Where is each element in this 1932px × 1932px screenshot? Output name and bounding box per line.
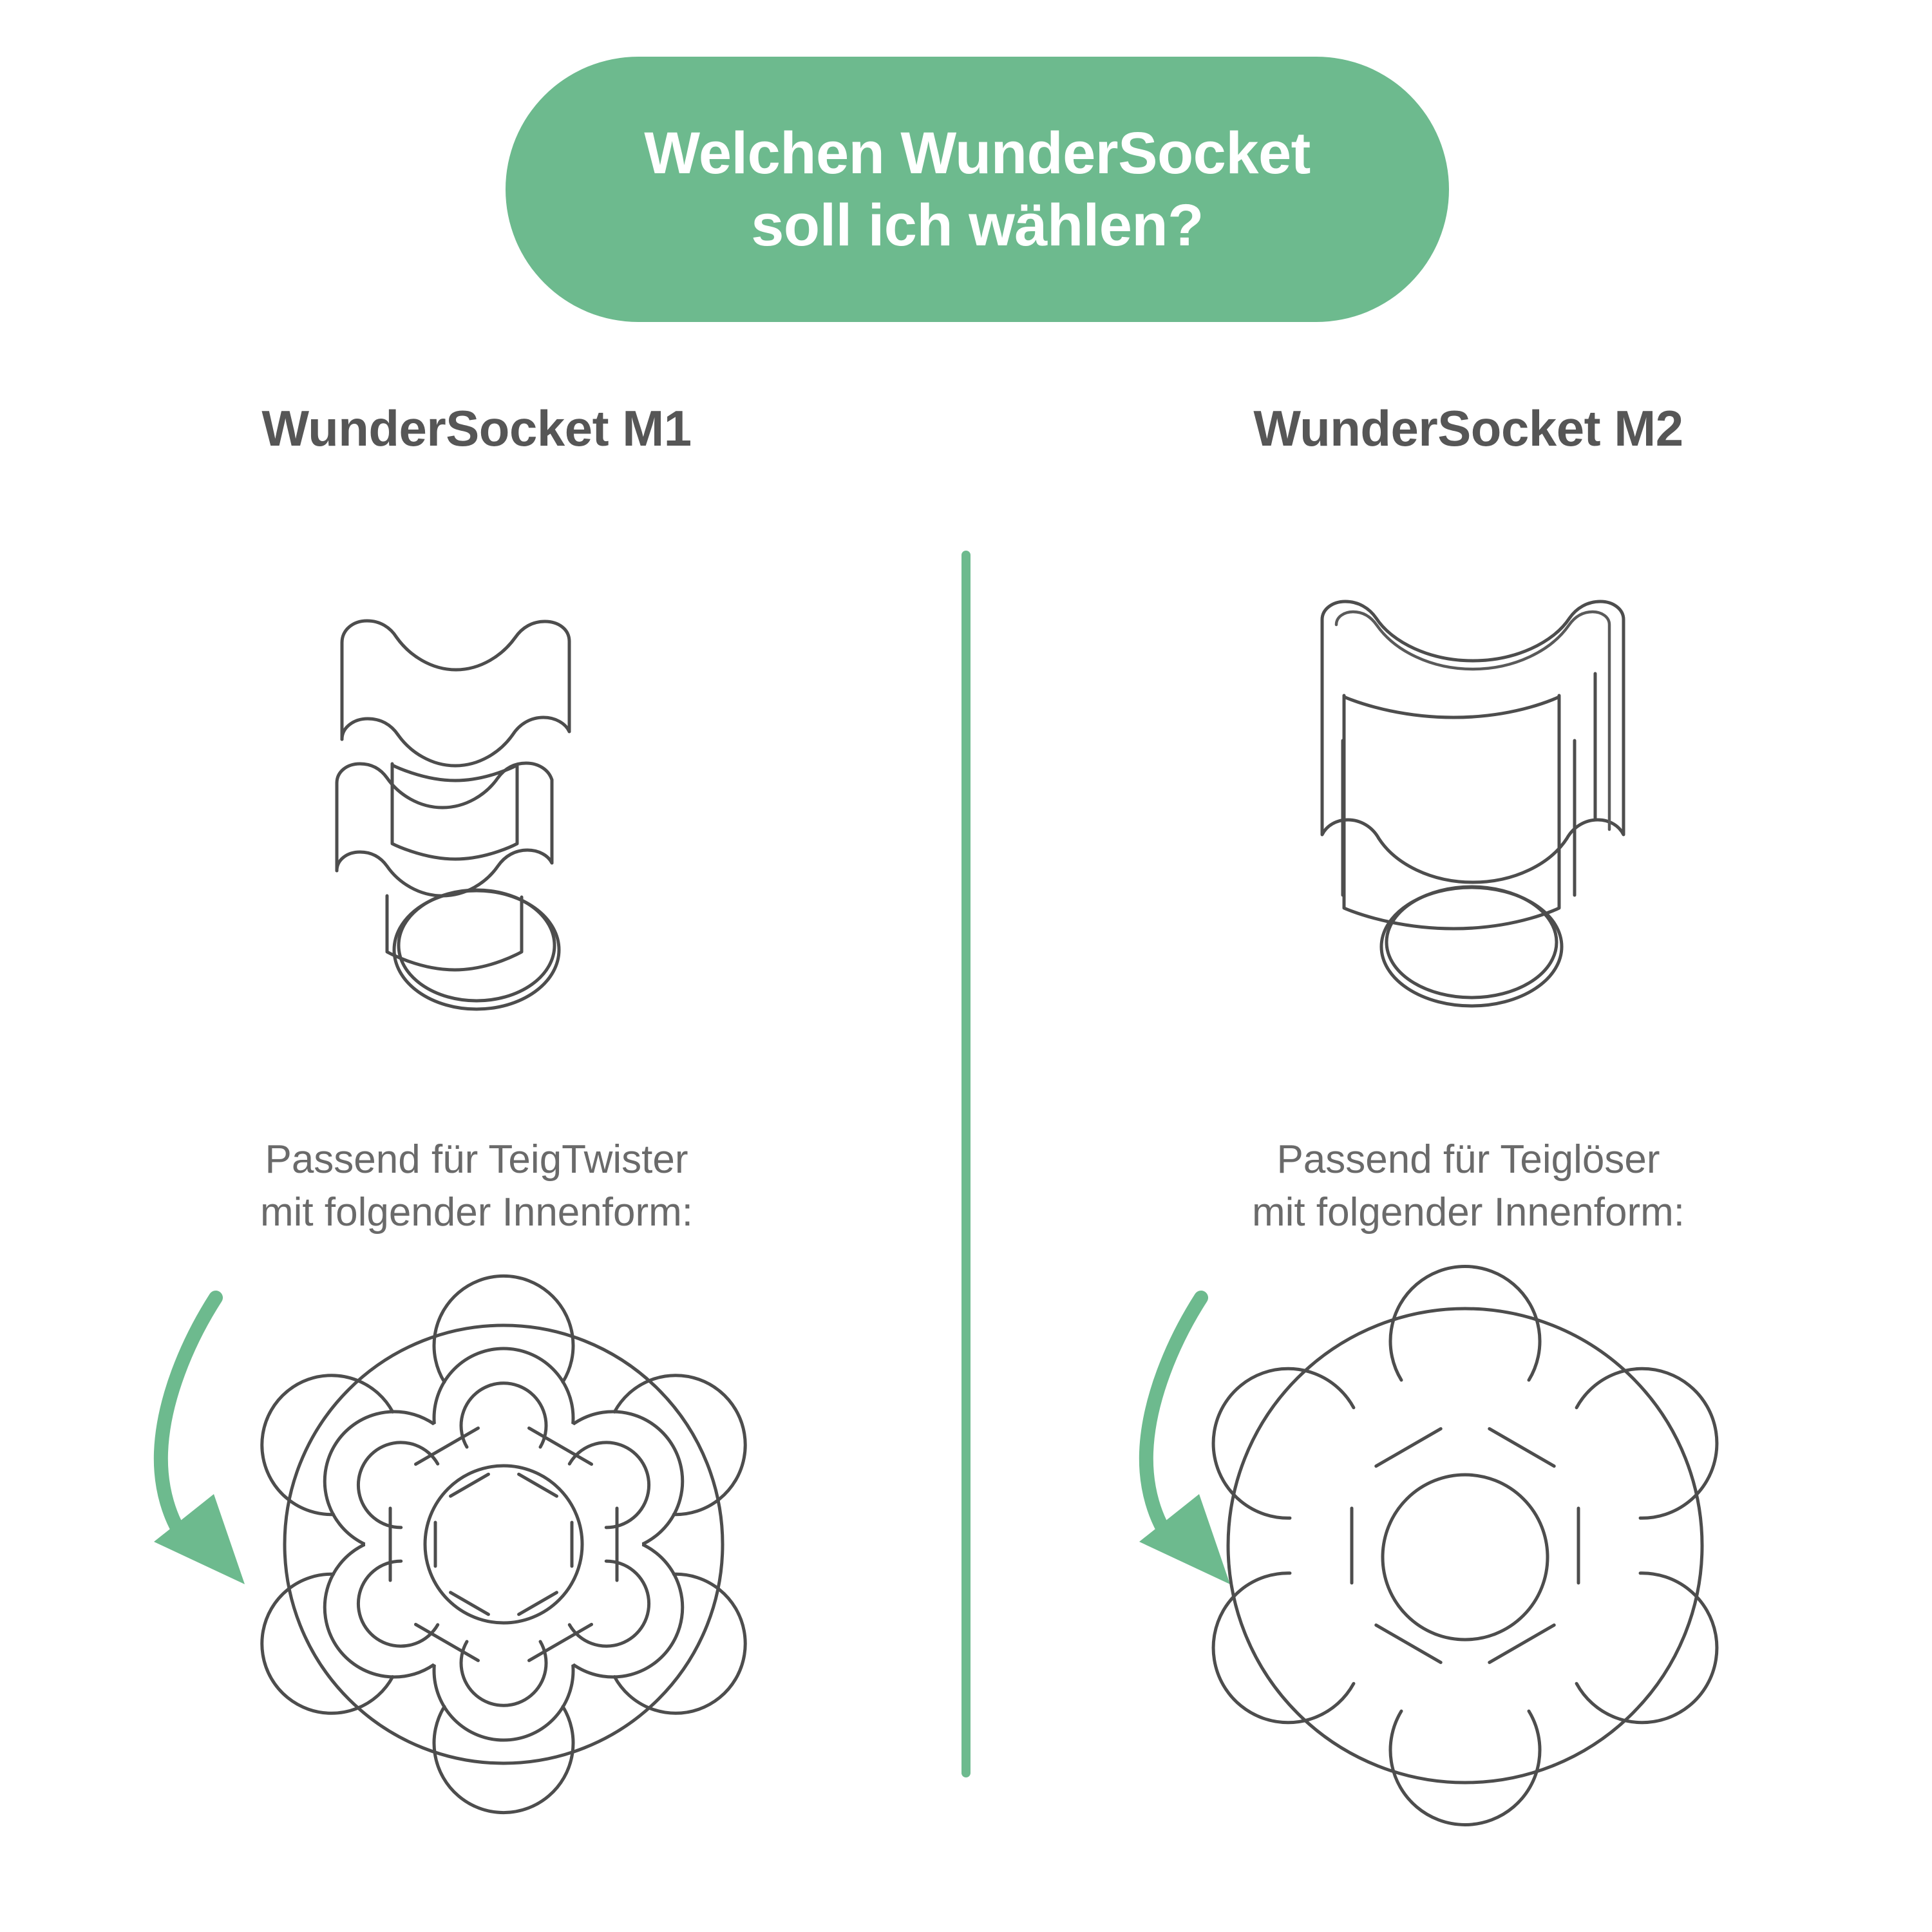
curved-down-arrow-icon	[1139, 1291, 1230, 1584]
two-tier-star-socket-icon	[335, 619, 571, 1011]
six-lobe-single-flower-cross-section-icon	[1211, 1265, 1719, 1826]
single-tier-star-socket-icon	[1320, 600, 1625, 1008]
arrow-to-section-m2	[1111, 1282, 1330, 1616]
product-title-m2: WunderSocket M2	[1253, 400, 1683, 457]
caption-m2: Passend für Teiglöser mit folgender Inne…	[1251, 1137, 1685, 1235]
cross-section-m2	[1211, 1265, 1719, 1826]
arrow-to-section-m1	[126, 1282, 345, 1616]
column-divider	[961, 551, 971, 1777]
header-question-pill: Welchen WunderSocket soll ich wählen?	[506, 57, 1449, 322]
product-illustration-m2	[1249, 535, 1700, 1024]
product-illustration-m1	[251, 535, 702, 1024]
product-title-m1: WunderSocket M1	[261, 400, 692, 457]
six-lobe-double-flower-cross-section-icon	[260, 1274, 747, 1814]
caption-m1: Passend für TeigTwister mit folgender In…	[260, 1137, 693, 1235]
curved-down-arrow-icon	[153, 1291, 245, 1584]
cross-section-m1	[260, 1274, 747, 1814]
header-title: Welchen WunderSocket soll ich wählen?	[644, 120, 1311, 258]
